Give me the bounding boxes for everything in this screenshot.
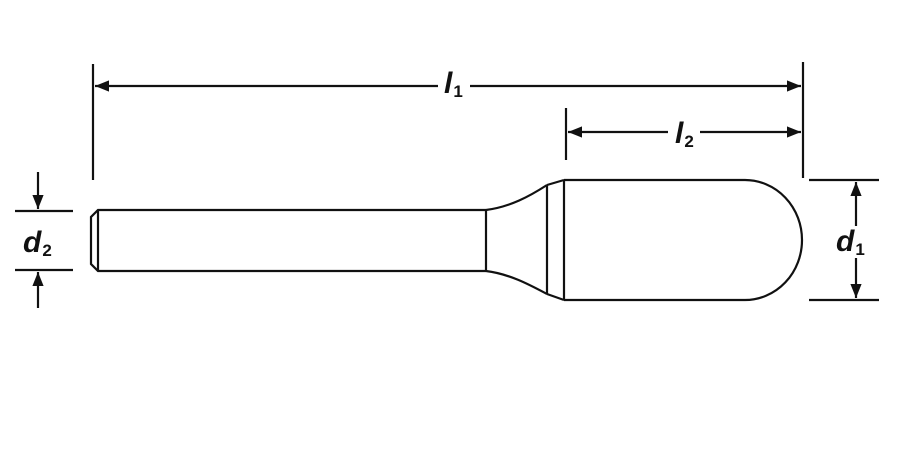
label-d1-subscript: 1 (855, 240, 865, 259)
cutting-head-outline (564, 178, 804, 302)
label-d2: d2 (21, 228, 54, 259)
shank-outline (89, 208, 486, 273)
label-d1-symbol: d (836, 225, 855, 258)
label-l2-subscript: 2 (684, 132, 694, 151)
label-l1-subscript: 1 (453, 82, 463, 101)
label-l2-symbol: l (675, 117, 684, 150)
label-l1-symbol: l (444, 67, 453, 100)
label-d1: d1 (834, 227, 867, 258)
label-l1: l1 (440, 69, 467, 100)
neck-fillet-top (485, 184, 548, 212)
label-d2-symbol: d (23, 226, 42, 259)
label-l2: l2 (671, 119, 698, 150)
neck-fillet-bottom (485, 269, 548, 295)
collar-outline (546, 178, 565, 302)
label-d2-subscript: 2 (42, 241, 52, 260)
